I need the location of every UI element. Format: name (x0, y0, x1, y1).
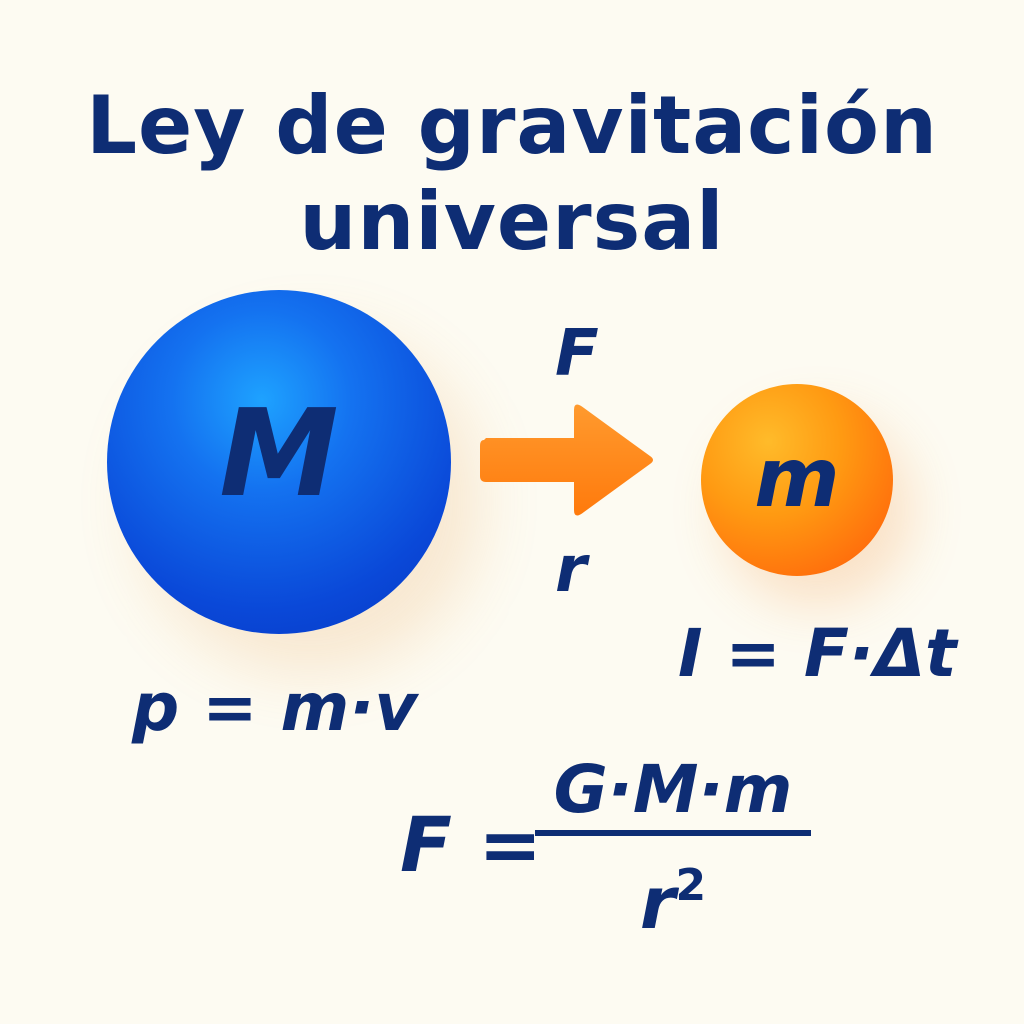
small-mass-sphere (701, 384, 893, 576)
gravity-equation-numerator: G·M·m (553, 751, 793, 828)
force-arrow-shape (480, 404, 653, 516)
title-line-1: Ley de gravitación (86, 79, 938, 172)
diagram-title: Ley de gravitación universal (0, 78, 1024, 270)
fraction-bar (535, 830, 811, 836)
denominator-exponent: 2 (675, 860, 707, 911)
gravity-equation-lhs: F = (400, 800, 543, 889)
force-arrow-icon (480, 404, 653, 516)
impulse-equation: I = F·Δt (678, 615, 957, 692)
title-line-2: universal (299, 175, 725, 268)
gravitation-equation: F = G·M·m r2 (400, 751, 830, 945)
large-mass-sphere (107, 290, 451, 634)
denominator-base: r (639, 861, 676, 945)
distance-symbol: r (555, 533, 587, 607)
gravity-equation-denominator: r2 (535, 844, 811, 945)
small-mass-label: m (754, 431, 840, 526)
force-symbol: F (555, 317, 599, 391)
momentum-equation: p = m·v (132, 669, 418, 746)
large-mass-label: M (219, 385, 339, 524)
